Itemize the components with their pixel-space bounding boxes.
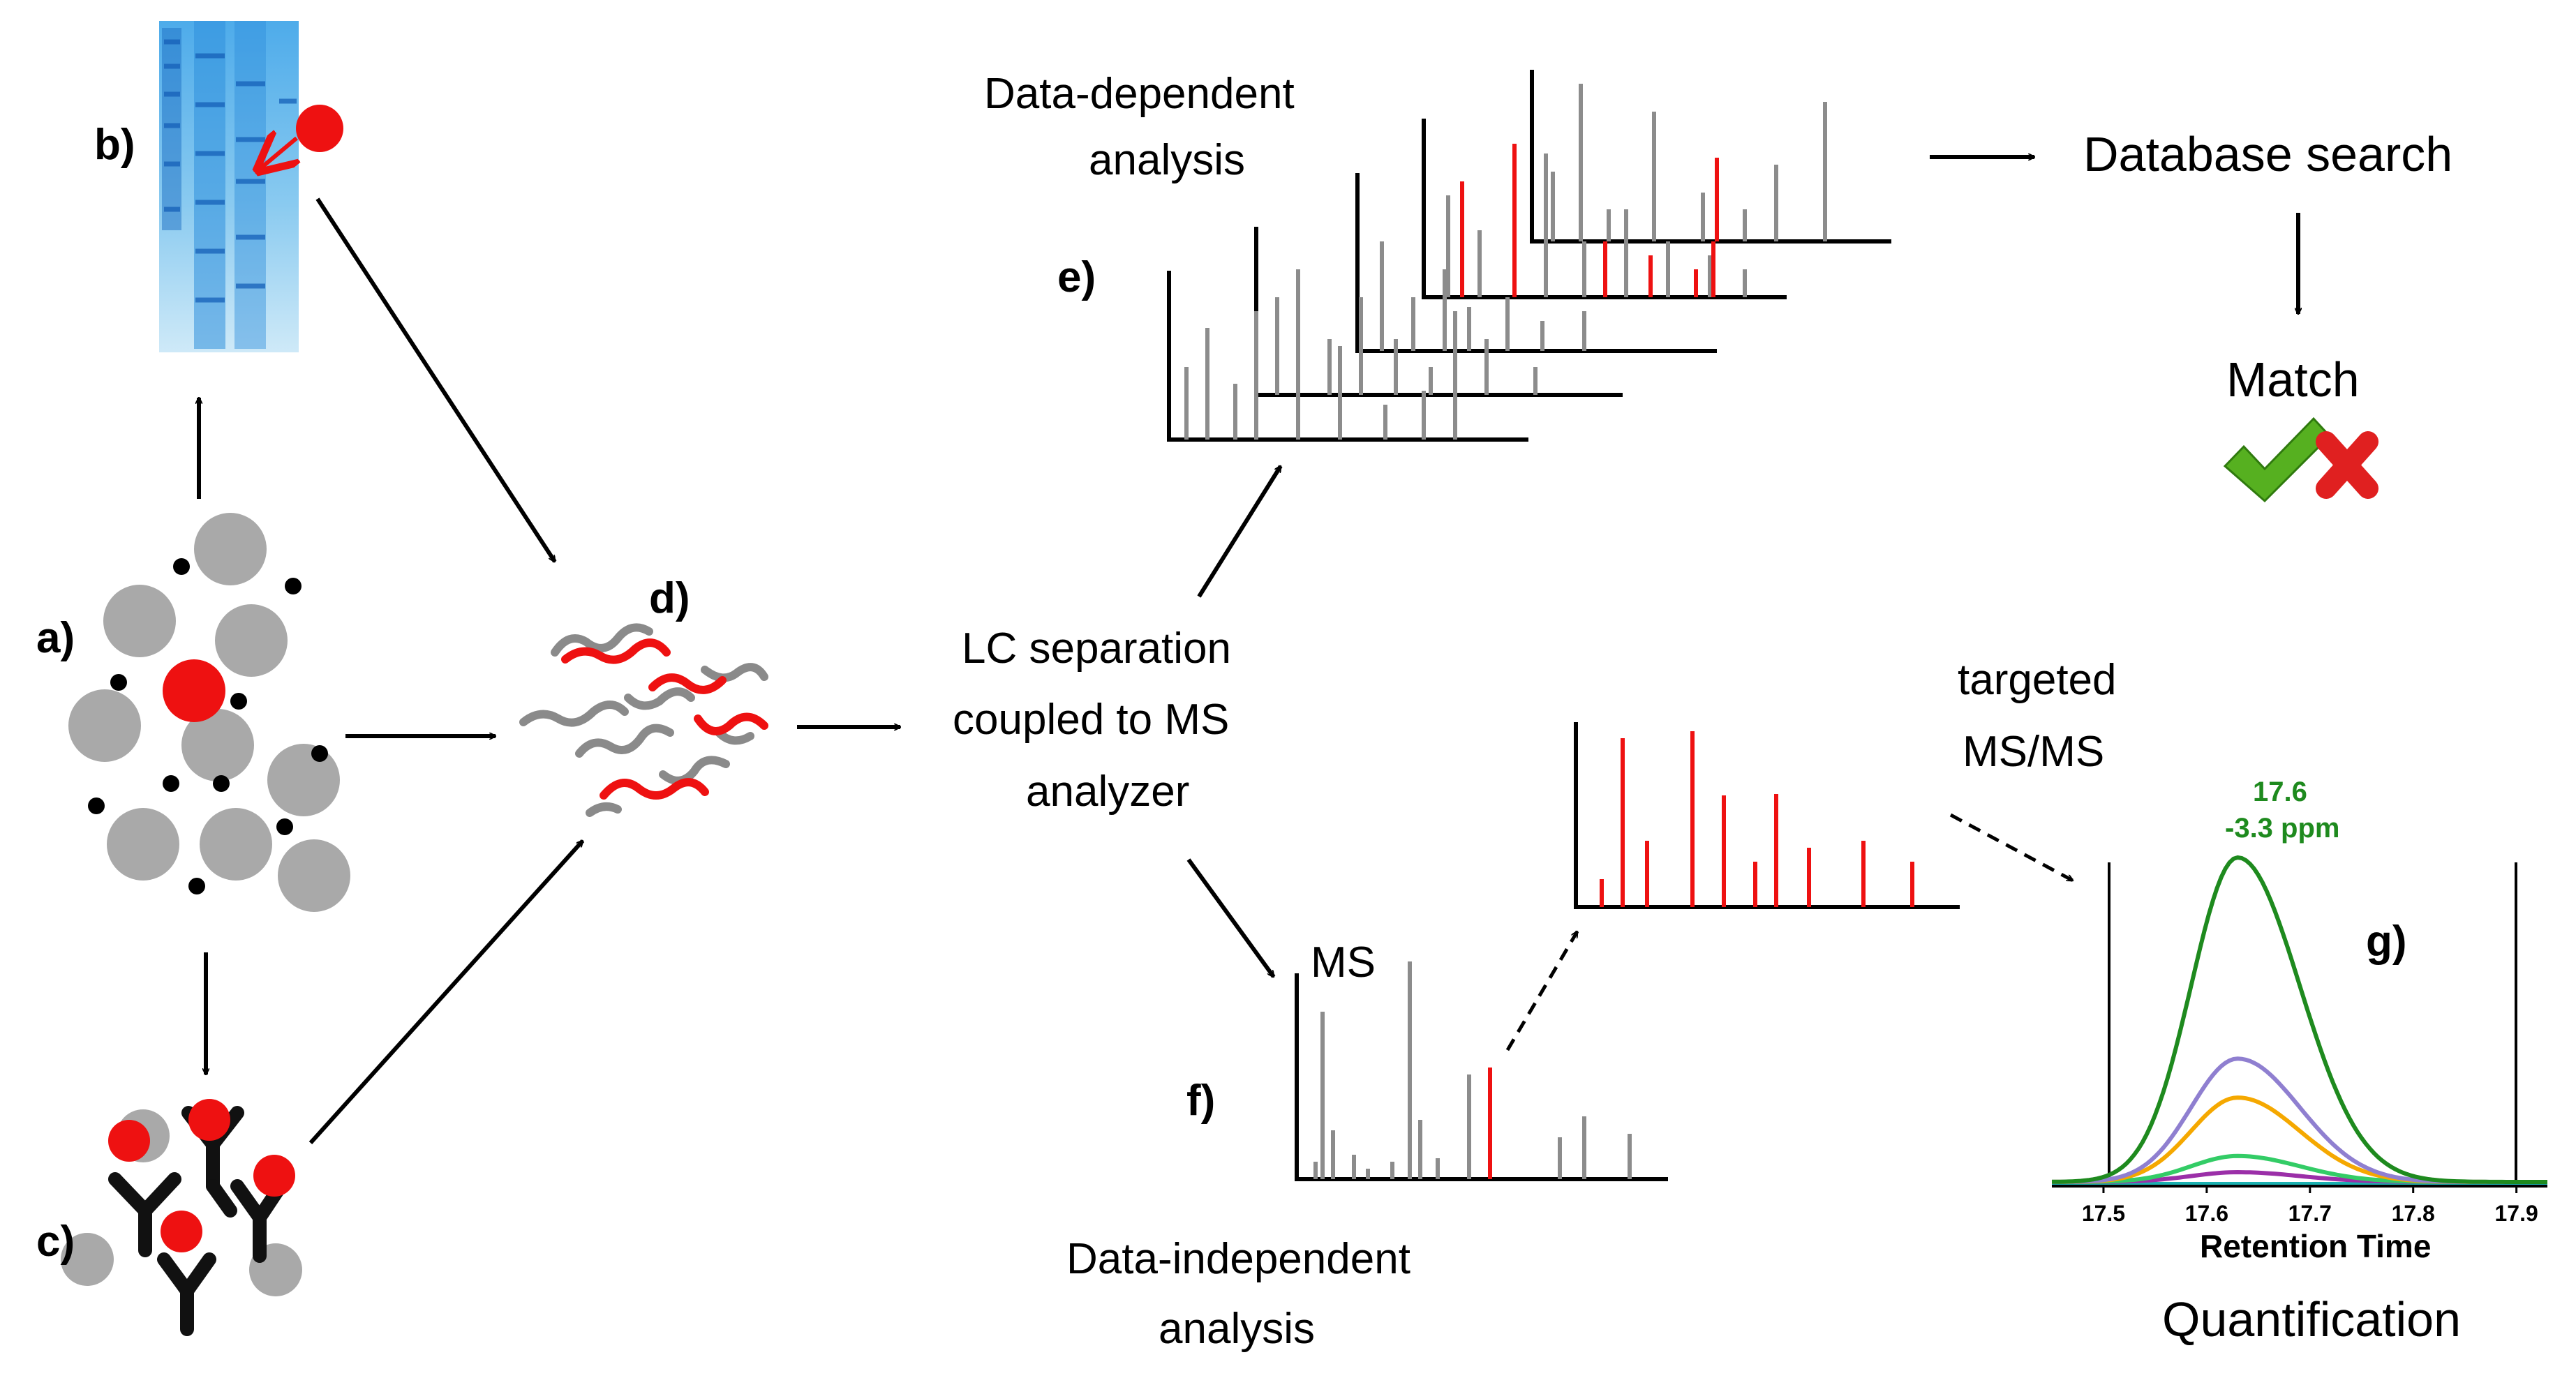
label-f: f) [1186,1077,1215,1125]
targeted-label-line2: MS/MS [1963,728,2104,776]
dda-label-line2: analysis [1089,136,1245,184]
cross-icon [2316,431,2378,499]
match-label: Match [2226,352,2360,407]
label-d: d) [649,574,690,622]
sds-page-gel [159,21,343,352]
x-tick-label: 17.9 [2494,1201,2538,1226]
label-c: c) [36,1218,75,1266]
antibody-capture [61,1099,302,1336]
x-tick-label: 17.8 [2392,1201,2435,1226]
dia-label-line2: analysis [1159,1305,1315,1353]
x-tick-label: 17.6 [2185,1201,2228,1226]
target-protein-dot [296,105,343,152]
targeted-arrows [1505,813,2073,1051]
ms1-spectrum [1295,961,1668,1181]
lc-label-line3: analyzer [1026,767,1189,816]
lc-label-line2: coupled to MS [953,696,1229,744]
label-a: a) [36,614,75,662]
label-b: b) [94,121,135,169]
lc-label-line1: LC separation [962,624,1231,673]
chromatogram-trace [2052,855,2547,1184]
ms-label: MS [1311,938,1376,987]
protein-mixture [68,513,350,912]
x-axis-title: Retention Time [2200,1228,2431,1264]
label-g: g) [2366,918,2407,966]
label-e: e) [1057,253,1096,301]
x-tick-label: 17.7 [2288,1201,2332,1226]
check-icon [2223,417,2332,503]
peak-ppm-annotation: -3.3 ppm [2225,813,2339,844]
dia-label-line1: Data-independent [1066,1235,1410,1283]
xic-chromatogram: 17.5 17.6 17.7 17.8 17.9 17.6 -3.3 ppm Reten… [2051,777,2547,1264]
database-search-label: Database search [2083,127,2452,181]
workflow-arrows [199,157,2298,1145]
quantification-label: Quantification [2162,1292,2461,1347]
peak-rt-annotation: 17.6 [2253,777,2307,807]
msms-spectrum [1574,722,1960,909]
dda-label-line1: Data-dependent [984,70,1295,118]
x-tick-label: 17.5 [2082,1201,2125,1226]
peptide-mixture [519,623,768,817]
dda-spectra-stack [1167,70,1891,442]
targeted-label-line1: targeted [1958,656,2117,704]
